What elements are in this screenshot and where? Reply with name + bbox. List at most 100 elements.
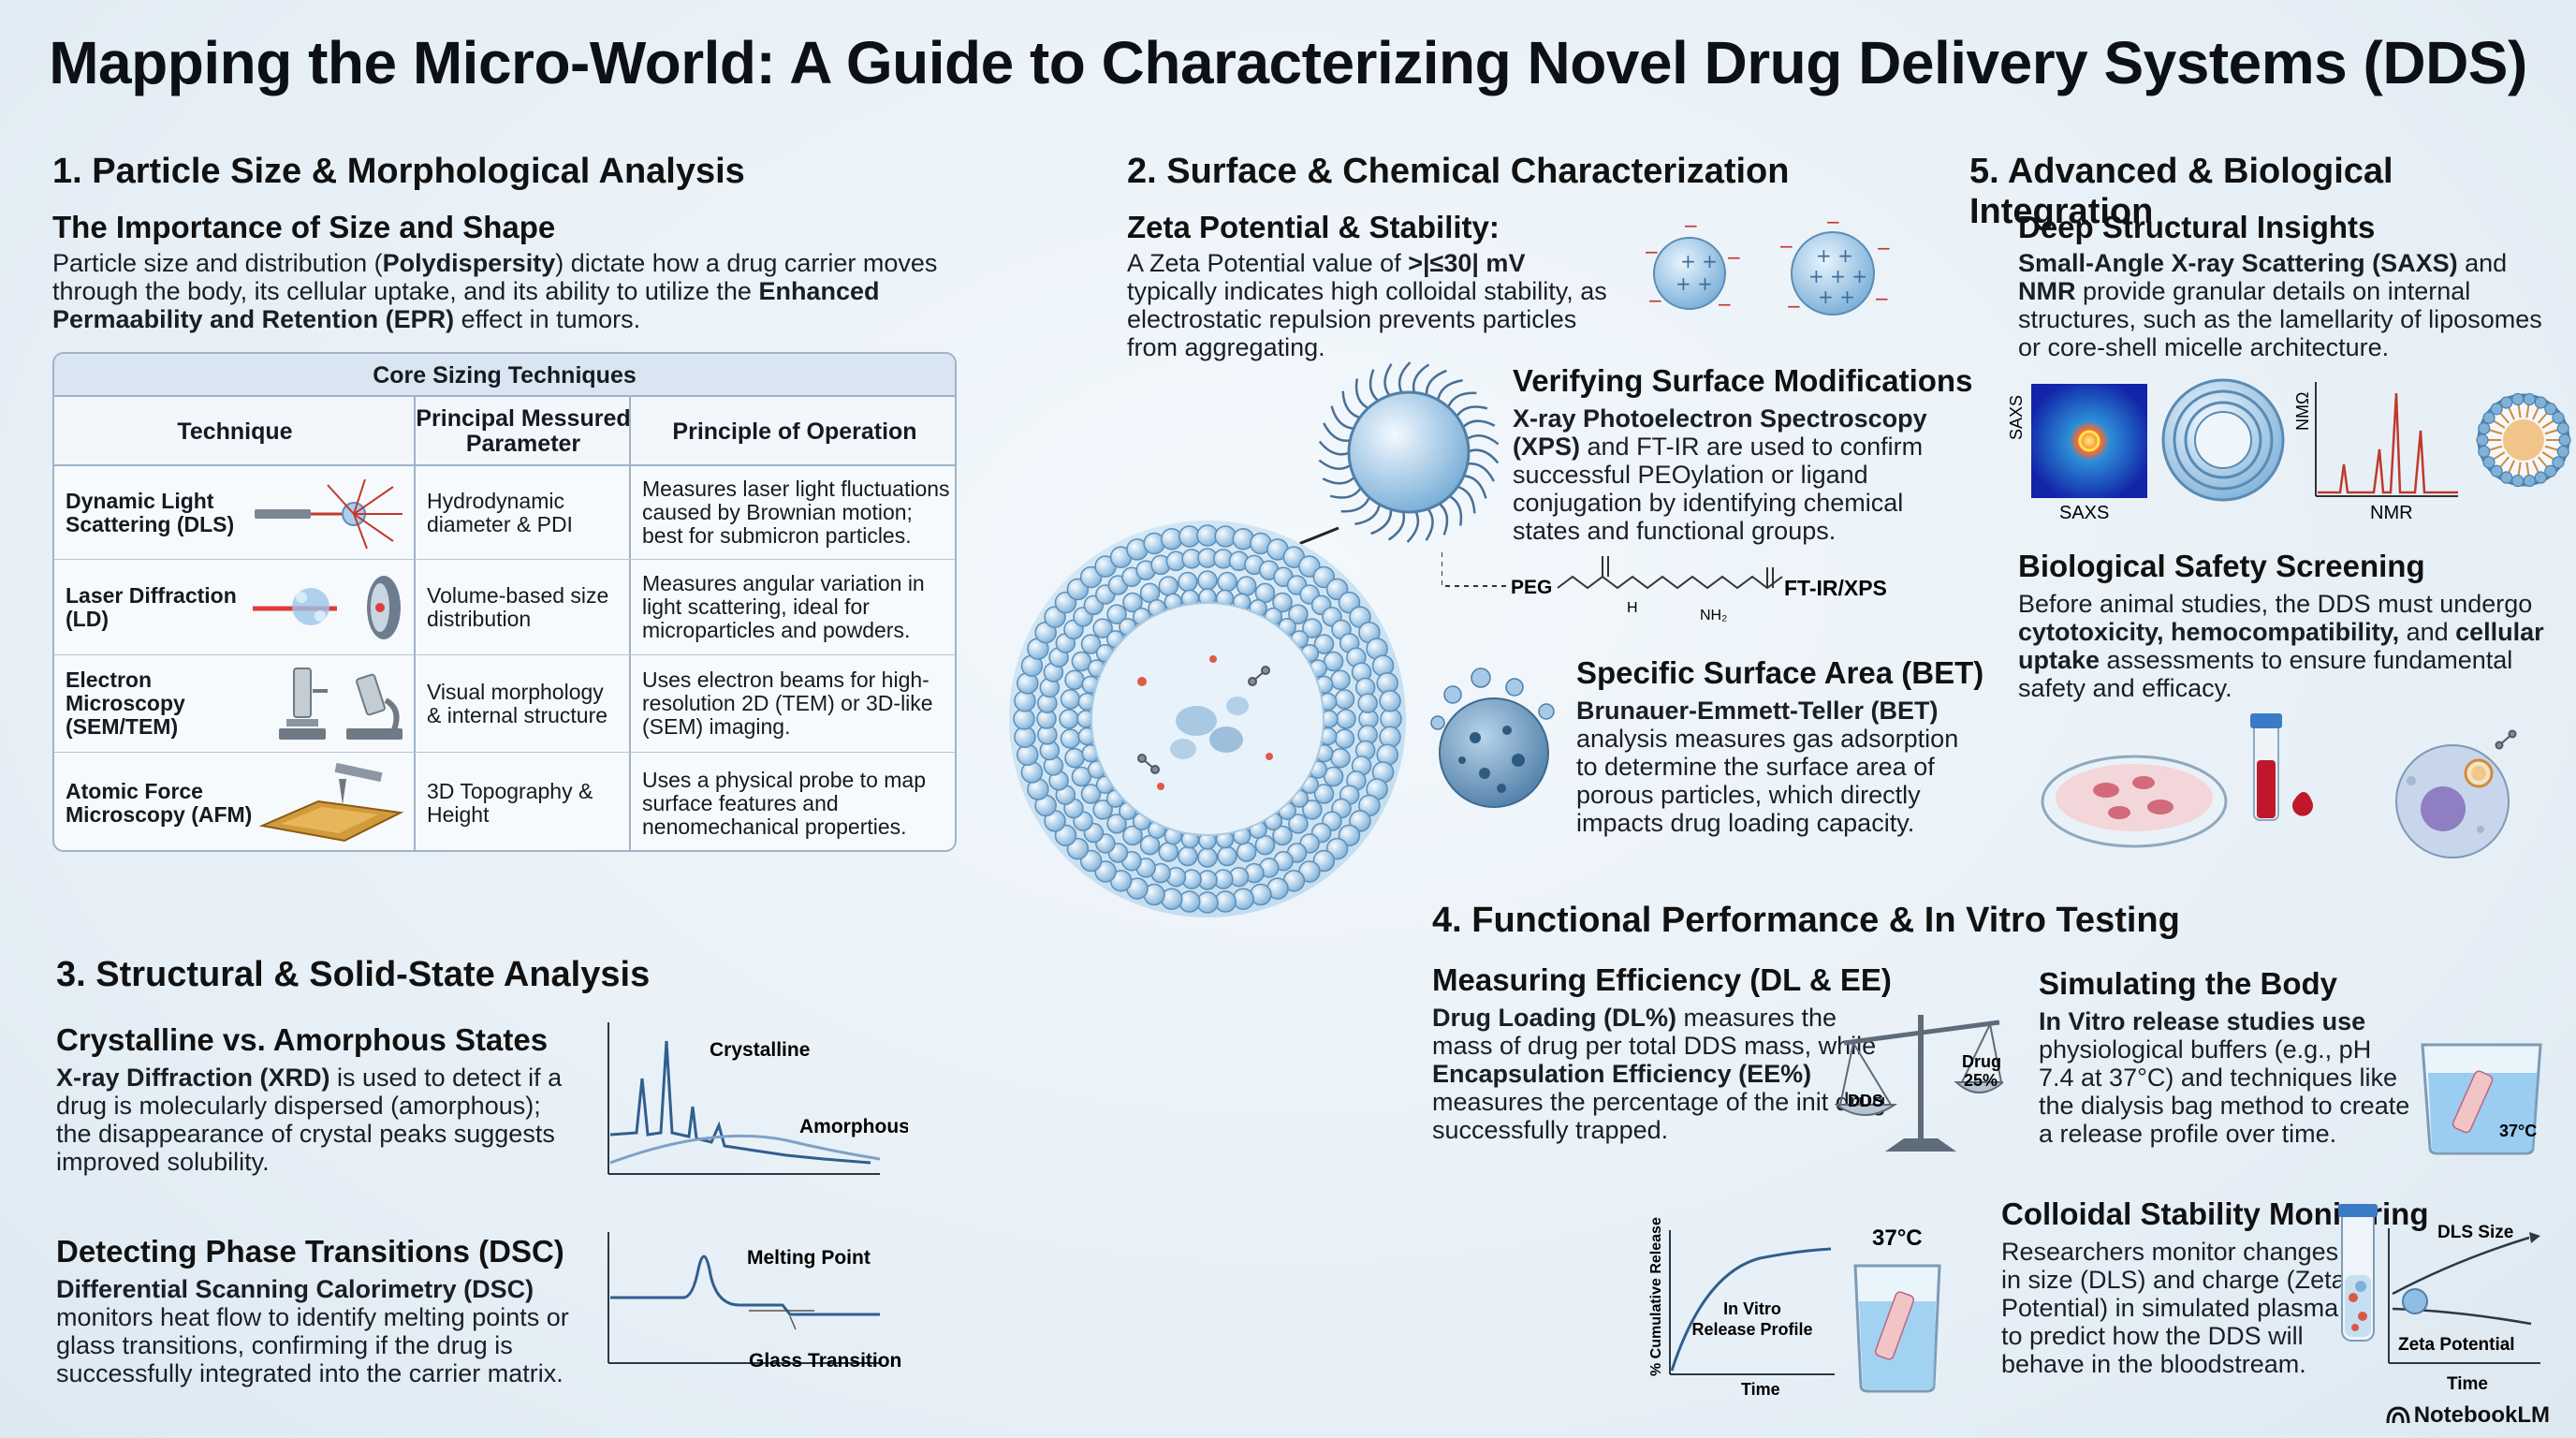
release-xlabel: Time <box>1741 1380 1780 1399</box>
table-caption: Core Sizing Techniques <box>54 354 955 397</box>
table-row: Atomic Force Microscopy (AFM) 3D Topogra… <box>54 753 955 850</box>
table-row: Laser Diffraction (LD) Volume-based size… <box>54 560 955 655</box>
sizing-techniques-table: Core Sizing Techniques Technique Princip… <box>52 352 957 852</box>
surface-mod-heading: Verifying Surface Modifications <box>1513 363 1973 398</box>
notebooklm-logo-icon <box>2386 1406 2410 1424</box>
surface-mod-text: X-ray Photoelectron Spectroscopy (XPS) a… <box>1513 404 1927 545</box>
nh2-label: NH₂ <box>1700 608 1727 624</box>
release-temp-label: 37°C <box>1872 1225 1923 1251</box>
size-shape-heading: The Importance of Size and Shape <box>52 210 556 244</box>
dialysis-beaker-icon: 37°C <box>2421 1043 2542 1155</box>
svg-text:+ + +: + + + <box>1808 265 1867 287</box>
colloidal-time-label: Time <box>2447 1374 2488 1394</box>
svg-text:−: − <box>1683 215 1699 237</box>
section-2-heading: 2. Surface & Chemical Characterization <box>1127 152 1790 191</box>
technique-cell: Dynamic Light Scattering (DLS) <box>66 488 235 536</box>
scale-percent-label: 25% <box>1964 1071 1998 1090</box>
melting-point-label: Melting Point <box>747 1247 871 1269</box>
svg-text:−: − <box>1876 237 1891 259</box>
svg-text:−: − <box>1647 289 1663 312</box>
saxs-label: SAXS <box>2059 503 2109 523</box>
svg-text:−: − <box>1825 215 1841 233</box>
porous-particle-icon <box>1430 668 1555 808</box>
dls-size-label: DLS Size <box>2437 1223 2513 1242</box>
release-profile-chart: % Cumulative Release In Vitro Release Pr… <box>1648 1217 1941 1399</box>
parameter-cell: 3D Topography & Height <box>427 779 593 827</box>
bet-text: Brunauer-Emmett-Teller (BET) analysis me… <box>1576 697 1959 837</box>
microscope-icon <box>279 668 402 740</box>
xrd-pattern-chart: Crystalline Amorphous <box>607 1022 908 1175</box>
pegylated-nanoparticle-icon <box>1318 361 1500 543</box>
nmr-label: NMR <box>2370 503 2413 523</box>
principle-cell: Measures angular variation in light scat… <box>642 571 925 642</box>
colloidal-text: Researchers monitor changes in size (DLS… <box>2001 1238 2346 1378</box>
deep-structural-heading: Deep Structural Insights <box>2018 210 2376 244</box>
crystalline-label: Crystalline <box>710 1039 810 1061</box>
section-4-heading: 4. Functional Performance & In Vitro Tes… <box>1432 901 2180 940</box>
release-ylabel: % Cumulative Release <box>1648 1217 1664 1376</box>
glass-transition-label: Glass Transition <box>749 1350 901 1372</box>
saxs-axis-label: SAXS <box>2007 395 2026 440</box>
bet-heading: Specific Surface Area (BET) <box>1576 655 1984 690</box>
efficiency-text: Drug Loading (DL%) measures the mass of … <box>1432 1004 1886 1144</box>
dsc-heading: Detecting Phase Transitions (DSC) <box>56 1234 564 1269</box>
dls-icon <box>255 478 402 550</box>
svg-text:+ +: + + <box>1816 244 1853 267</box>
bio-safety-text: Before animal studies, the DDS must unde… <box>2018 590 2544 702</box>
peg-label: PEG <box>1511 577 1552 598</box>
afm-probe-icon <box>258 762 404 843</box>
section-1-heading: 1. Particle Size & Morphological Analysi… <box>52 152 745 191</box>
amorphous-label: Amorphous <box>799 1116 908 1137</box>
simulating-body-heading: Simulating the Body <box>2039 966 2338 1001</box>
parameter-cell: Visual morphology & internal structure <box>427 679 608 727</box>
dsc-thermogram-chart: Melting Point Glass Transition <box>607 1232 901 1372</box>
dsc-text: Differential Scanning Calorimetry (DSC) … <box>56 1275 569 1387</box>
beaker-temp-label: 37°C <box>2499 1122 2537 1140</box>
bio-assay-icons <box>2041 713 2517 858</box>
svg-text:−: − <box>1786 295 1802 317</box>
efficiency-heading: Measuring Efficiency (DL & EE) <box>1432 962 1892 997</box>
svg-text:−: − <box>1778 235 1794 257</box>
technique-cell: Laser Diffraction (LD) <box>66 582 237 631</box>
deep-structural-text: Small-Angle X-ray Scattering (SAXS) and … <box>2018 249 2542 361</box>
ftir-label: FT-IR/XPS <box>1784 576 1887 600</box>
svg-text:+ +: + + <box>1818 286 1855 308</box>
saxs-nmr-figures: SAXS SAXS NMΩ NMR <box>2007 378 2571 523</box>
bio-safety-heading: Biological Safety Screening <box>2018 549 2425 583</box>
charged-particles-icon: + ++ + + ++ + ++ + −−−−− −−−−− <box>1644 215 1891 317</box>
brand-label: NotebookLM <box>2413 1402 2550 1428</box>
simulating-body-text: In Vitro release studies use physiologic… <box>2039 1007 2410 1148</box>
col-principle: Principle of Operation <box>672 418 917 445</box>
svg-text:+ +: + + <box>1676 272 1713 295</box>
parameter-cell: Volume-based size distribution <box>427 582 609 631</box>
balance-scale-icon: DDS Drug 25% <box>1835 1015 2003 1152</box>
notebooklm-brand: NotebookLM <box>2386 1402 2550 1429</box>
parameter-cell: Hydrodynamic diameter & PDI <box>427 488 573 536</box>
release-title-1: In Vitro <box>1723 1299 1781 1318</box>
table-header: Technique Principal Messured Parameter P… <box>54 397 955 466</box>
table-row: Dynamic Light Scattering (DLS) Hydrodyna… <box>54 466 955 560</box>
principle-cell: Uses a physical probe to map surface fea… <box>642 767 926 839</box>
h-label: H <box>1627 600 1638 616</box>
liposome-illustration <box>1009 521 1406 917</box>
xrd-heading: Crystalline vs. Amorphous States <box>56 1022 549 1057</box>
svg-text:−: − <box>1726 246 1742 269</box>
principle-cell: Uses electron beams for high-resolution … <box>642 668 933 739</box>
zeta-text: A Zeta Potential value of >|≤30| mV typi… <box>1127 249 1607 361</box>
zeta-heading: Zeta Potential & Stability: <box>1127 210 1500 244</box>
page-title: Mapping the Micro-World: A Guide to Char… <box>49 29 2527 96</box>
table-row: Electron Microscopy (SEM/TEM) Visual mor… <box>54 655 955 753</box>
technique-cell: Atomic Force Microscopy (AFM) <box>66 779 253 827</box>
scale-drug-label: Drug <box>1962 1052 2001 1071</box>
svg-text:−: − <box>1874 287 1890 310</box>
peg-structure-diagram: PEG H NH₂ FT-IR/XPS <box>1442 552 1887 624</box>
principle-cell: Measures laser light fluctuations caused… <box>642 477 950 548</box>
size-shape-text: Particle size and distribution (Polydisp… <box>52 249 938 333</box>
svg-text:−: − <box>1644 241 1660 263</box>
nmr-axis-label: NMΩ <box>2293 392 2312 431</box>
scale-dds-label: DDS <box>1848 1092 1883 1110</box>
col-technique: Technique <box>177 418 293 445</box>
release-title-2: Release Profile <box>1691 1320 1812 1339</box>
colloidal-stability-chart: DLS Size Zeta Potential Time <box>2338 1204 2540 1394</box>
technique-cell: Electron Microscopy (SEM/TEM) <box>66 668 185 739</box>
